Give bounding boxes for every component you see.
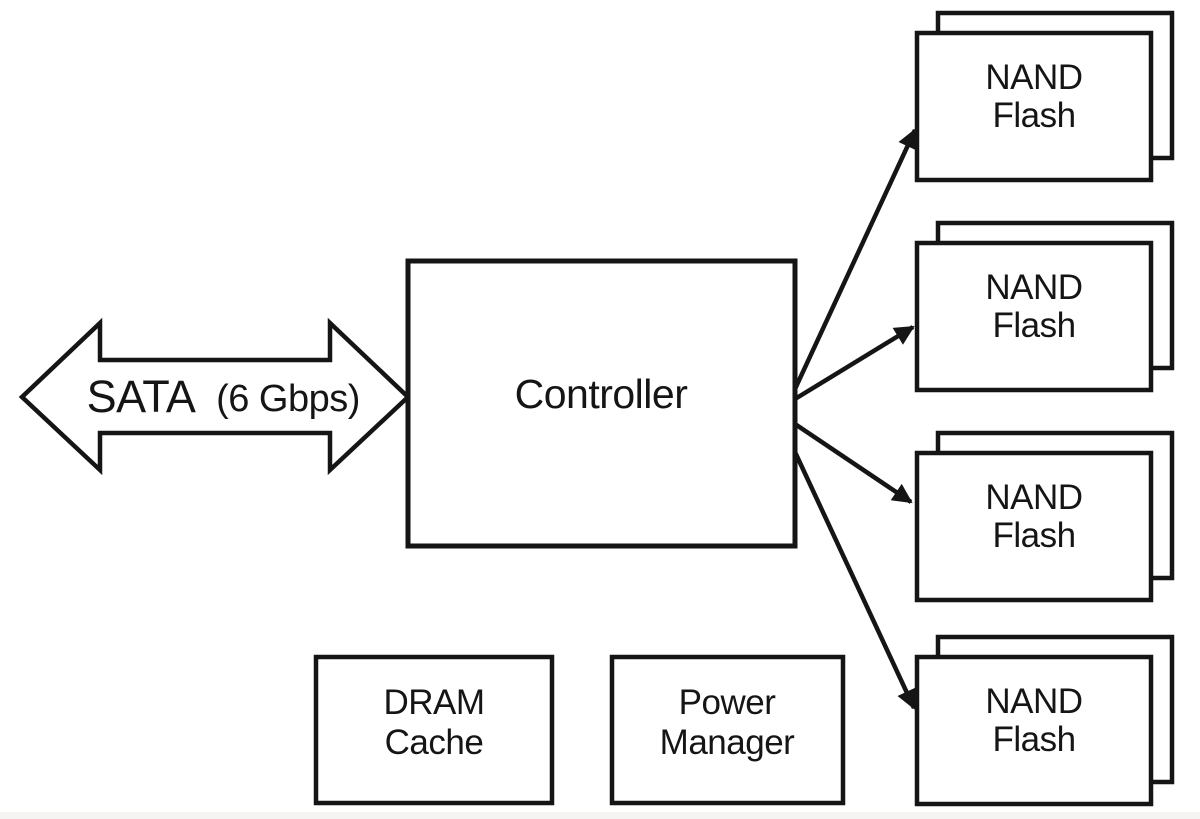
controller-to-nand4-arrow [792,451,917,710]
power-manager-label-line2: Manager [660,723,795,762]
controller-to-nand2-arrow [793,325,915,401]
power-manager-label-line1: Power [679,683,777,722]
nand-flash-label-line2: Flash [992,516,1075,555]
nand-flash-label-line1: NAND [985,478,1082,517]
power-manager-group: Power Manager [609,654,846,806]
nand-flash-group-3: NAND Flash [914,430,1175,603]
nand-flash-group-4: NAND Flash [914,634,1175,807]
dram-cache-label-line2: Cache [385,723,484,762]
nand-flash-label-line1: NAND [985,682,1082,721]
nand-flash-front-box [914,450,1154,603]
controller-box [405,258,798,549]
nand-flash-label-line1: NAND [985,58,1082,97]
dram-cache-group: DRAM Cache [313,654,555,806]
dram-cache-box [313,654,555,806]
page-edge-strip [0,812,1200,819]
sata-label: SATA [87,371,196,422]
nand-flash-front-box [914,30,1154,183]
nand-flash-group-2: NAND Flash [914,220,1175,393]
controller-to-nand1-arrow [792,128,918,390]
power-manager-box [609,654,846,806]
controller-to-nand3-arrow [793,422,913,504]
sata-speed-label: (6 Gbps) [216,378,360,420]
nand-flash-label-line2: Flash [992,720,1075,759]
controller-label: Controller [515,371,688,417]
nand-flash-label-line1: NAND [985,268,1082,307]
nand-flash-label-line2: Flash [992,306,1075,345]
nand-flash-group-1: NAND Flash [914,10,1175,183]
nand-flash-label-line2: Flash [992,96,1075,135]
nand-flash-front-box [914,654,1154,807]
nand-flash-front-box [914,240,1154,393]
dram-cache-label-line1: DRAM [383,683,484,722]
